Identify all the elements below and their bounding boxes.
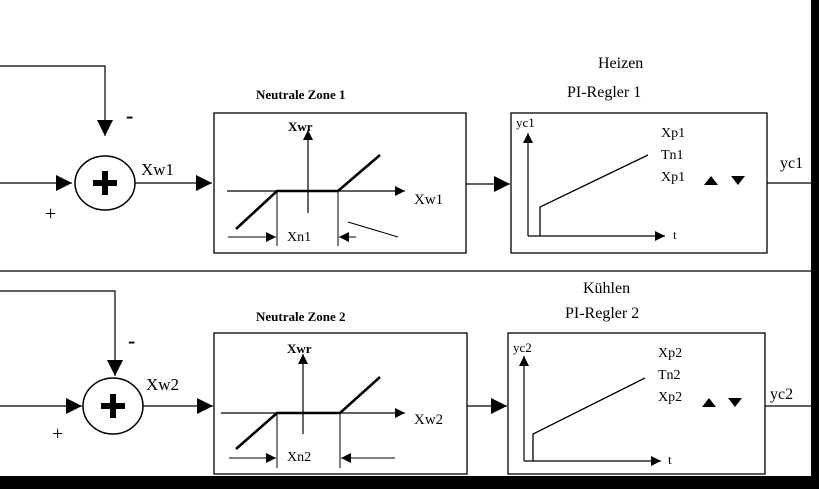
zone-x-label-2: Xw2 xyxy=(414,412,443,428)
sum-output-label-1: Xw1 xyxy=(141,160,174,179)
feedback-line-2 xyxy=(0,290,123,376)
plus-icon xyxy=(93,171,117,195)
output-label-2: yc2 xyxy=(770,386,793,403)
section-heating: - + Xw1 Neutrale Zone 1 Xwr Xw1 Xn1 Heiz… xyxy=(0,55,811,254)
zone-width-label-1: Xn1 xyxy=(287,230,311,245)
pi-param-xp-2-2: Xp2 xyxy=(658,390,682,405)
section-cooling: - + Xw2 Neutrale Zone 2 Xwr Xw2 Xn2 Kühl… xyxy=(0,280,811,475)
pi-header-bottom-1: PI-Regler 1 xyxy=(567,84,641,101)
sum-output-label-2: Xw2 xyxy=(146,375,179,394)
zone-x-label-1: Xw1 xyxy=(414,192,443,208)
feedback-line-1 xyxy=(0,65,113,136)
pi-controller-block-2 xyxy=(507,332,766,475)
pi-header-top-2: Kühlen xyxy=(583,280,630,297)
sum-plus-sign-2: + xyxy=(52,423,63,445)
output-label-1: yc1 xyxy=(780,155,803,172)
zone-title-1: Neutrale Zone 1 xyxy=(256,87,346,102)
triangle-down-icon[interactable] xyxy=(728,398,742,407)
pi-param-tn-1: Tn1 xyxy=(661,148,684,163)
pi-y-label-2: yc2 xyxy=(513,340,532,355)
zone-width-label-2: Xn2 xyxy=(287,450,311,465)
pi-param-xp-1-2: Xp2 xyxy=(658,346,682,361)
pi-step-response-2 xyxy=(532,377,646,461)
triangle-down-icon[interactable] xyxy=(731,176,745,185)
pi-step-response-1 xyxy=(539,154,649,236)
pi-param-tn-2: Tn2 xyxy=(658,368,681,383)
zone-characteristic-line-2 xyxy=(235,376,381,450)
zone-y-label-1: Xwr xyxy=(288,119,313,134)
sum-minus-sign-2: - xyxy=(128,328,135,353)
pi-controller-block-1 xyxy=(510,112,768,254)
pi-param-xp-1: Xp1 xyxy=(661,126,685,141)
pi-x-label-2: t xyxy=(668,452,672,467)
sum-plus-sign-1: + xyxy=(45,203,56,225)
pi-y-label-1: yc1 xyxy=(516,115,535,130)
pi-param-xp-2-1: Xp1 xyxy=(661,170,685,185)
plus-icon xyxy=(101,394,125,418)
triangle-up-icon[interactable] xyxy=(704,176,718,185)
sum-minus-sign-1: - xyxy=(126,103,133,128)
zone-y-label-2: Xwr xyxy=(287,341,312,356)
triangle-up-icon[interactable] xyxy=(702,398,716,407)
pi-x-label-1: t xyxy=(673,227,677,242)
neutral-zone-block-1 xyxy=(213,112,467,254)
zone-title-2: Neutrale Zone 2 xyxy=(256,309,346,324)
pi-header-bottom-2: PI-Regler 2 xyxy=(565,305,639,322)
zone-characteristic-line-1 xyxy=(235,154,381,230)
zone-annotation-line-1 xyxy=(347,221,399,238)
pi-header-top-1: Heizen xyxy=(598,55,643,72)
